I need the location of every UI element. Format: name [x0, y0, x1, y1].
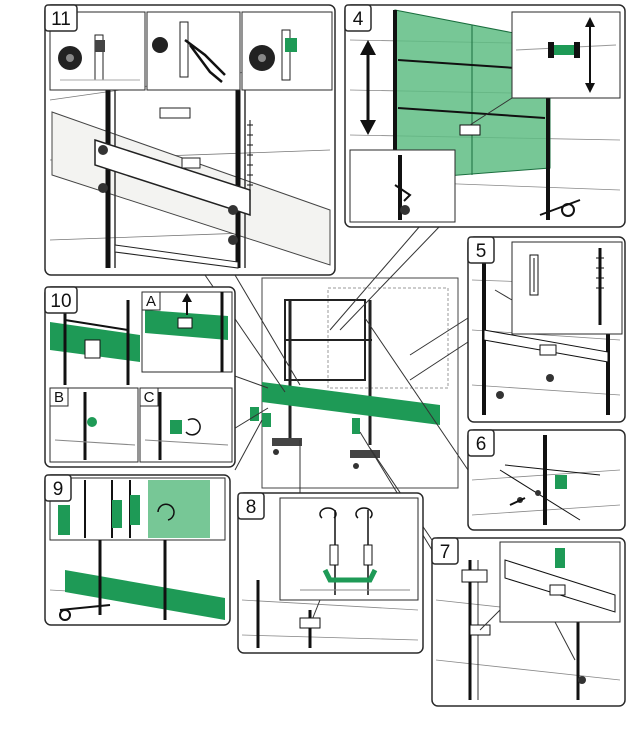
- rotate-arrow-icon: [355, 507, 373, 519]
- panel-10-label: 10: [50, 291, 71, 312]
- leader-line: [231, 407, 269, 431]
- panel-7: 7: [431, 537, 626, 707]
- leader-line: [231, 374, 269, 389]
- leader-line: [364, 317, 469, 471]
- panel-11-lower-bar: [114, 244, 239, 269]
- panel-9: 9: [44, 474, 231, 626]
- panel-8-label-box: [237, 492, 265, 520]
- panel-5-inset: [511, 241, 623, 335]
- panel-11-knob: [228, 205, 238, 215]
- panel-11-inset-2-content: [152, 21, 226, 83]
- overview-right-foot: [350, 450, 380, 458]
- panel-10-b-label-box: [49, 387, 69, 407]
- panel-11-inset-3-content: [249, 29, 297, 81]
- leader-line: [234, 419, 263, 471]
- panel-7-label: 7: [440, 542, 451, 563]
- panel-11-bracket: [181, 157, 201, 169]
- overview-small-part: [262, 413, 271, 427]
- rotate-arrow-icon: [157, 503, 175, 521]
- panel-9-label-box: [44, 474, 72, 502]
- panel-4: 4: [344, 4, 626, 228]
- up-down-arrow-icon: [360, 40, 376, 135]
- panel-6-label-box: [467, 429, 495, 457]
- panel-11-label-box: [44, 4, 78, 32]
- panel-9-label: 9: [53, 479, 64, 500]
- rotate-arrow-icon: [319, 507, 337, 519]
- up-arrow-icon: [182, 293, 192, 315]
- leader-line: [409, 317, 469, 356]
- panel-10-b-green-knob: [87, 417, 97, 427]
- leader-line: [409, 341, 469, 381]
- panel-11-knob: [98, 145, 108, 155]
- panel-9-caster: [59, 609, 71, 621]
- panel-6: 6: [467, 429, 626, 531]
- overview-caster: [353, 463, 359, 469]
- panel-10: A B C 10: [44, 286, 236, 468]
- leader-line: [329, 225, 421, 331]
- panel-11: 11: [44, 4, 336, 276]
- panel-9-green-part: [130, 495, 140, 525]
- panel-8-wall: [241, 599, 419, 641]
- overview-caster: [273, 449, 279, 455]
- panel-11-knob: [98, 183, 108, 193]
- leader-line: [339, 225, 441, 331]
- panel-4-mid-bar: [397, 107, 546, 119]
- panel-5-label-box: [467, 236, 495, 264]
- panel-11-crossbar: [94, 138, 251, 217]
- panel-10-a-label-box: [141, 291, 161, 311]
- panel-11-label: 11: [51, 9, 71, 30]
- panel-8-green-handle: [322, 568, 378, 583]
- central-overview: [250, 277, 459, 489]
- overview-green-beam: [262, 382, 440, 425]
- pliers-icon: [184, 39, 226, 83]
- panel-5: 5: [467, 236, 626, 423]
- panel-10-c-label-box: [139, 387, 159, 407]
- panel-4-handle: [459, 124, 481, 136]
- overview-left-foot: [272, 438, 302, 446]
- panel-7-label-box: [431, 537, 459, 565]
- panel-9-green-part: [58, 505, 70, 535]
- overview-display-outline: [327, 287, 449, 389]
- wall-plug-icon: [152, 37, 168, 53]
- panel-11-knob: [228, 235, 238, 245]
- panel-11-chain: [247, 120, 253, 200]
- panel-10-c-green-part: [170, 420, 182, 434]
- panel-7-green-part: [555, 548, 565, 568]
- panel-8-inset: [279, 497, 419, 601]
- rotate-arrow-icon: [394, 184, 412, 202]
- leader-line: [234, 274, 301, 386]
- panel-10-label-box: [44, 286, 78, 314]
- panel-5-label: 5: [476, 241, 487, 262]
- panel-10-sub-c-label: C: [144, 389, 155, 406]
- panel-8-label: 8: [246, 497, 257, 518]
- panel-11-inset-1-content: [58, 34, 140, 81]
- overview-small-part: [250, 407, 259, 421]
- panel-8: 8: [237, 492, 424, 654]
- panel-6-label: 6: [476, 434, 487, 455]
- panel-10-sub-a-label: A: [146, 293, 156, 310]
- panel-4-label-box: [344, 4, 372, 32]
- up-down-arrow-icon: [585, 17, 595, 93]
- panel-9-green-part: [112, 500, 122, 528]
- overview-small-part: [352, 418, 360, 434]
- panel-10-sub-b-label: B: [54, 389, 64, 406]
- panel-6-green-part: [555, 475, 567, 489]
- panel-11-bracket: [159, 107, 191, 119]
- panel-5-inset-chain: [529, 248, 604, 325]
- panel-9-green-beam: [65, 570, 225, 620]
- panel-4-label: 4: [353, 9, 364, 30]
- panel-4-inset-green-handle: [550, 45, 578, 55]
- panel-9-green-panel: [148, 480, 210, 538]
- rotate-arrow-icon: [185, 418, 201, 436]
